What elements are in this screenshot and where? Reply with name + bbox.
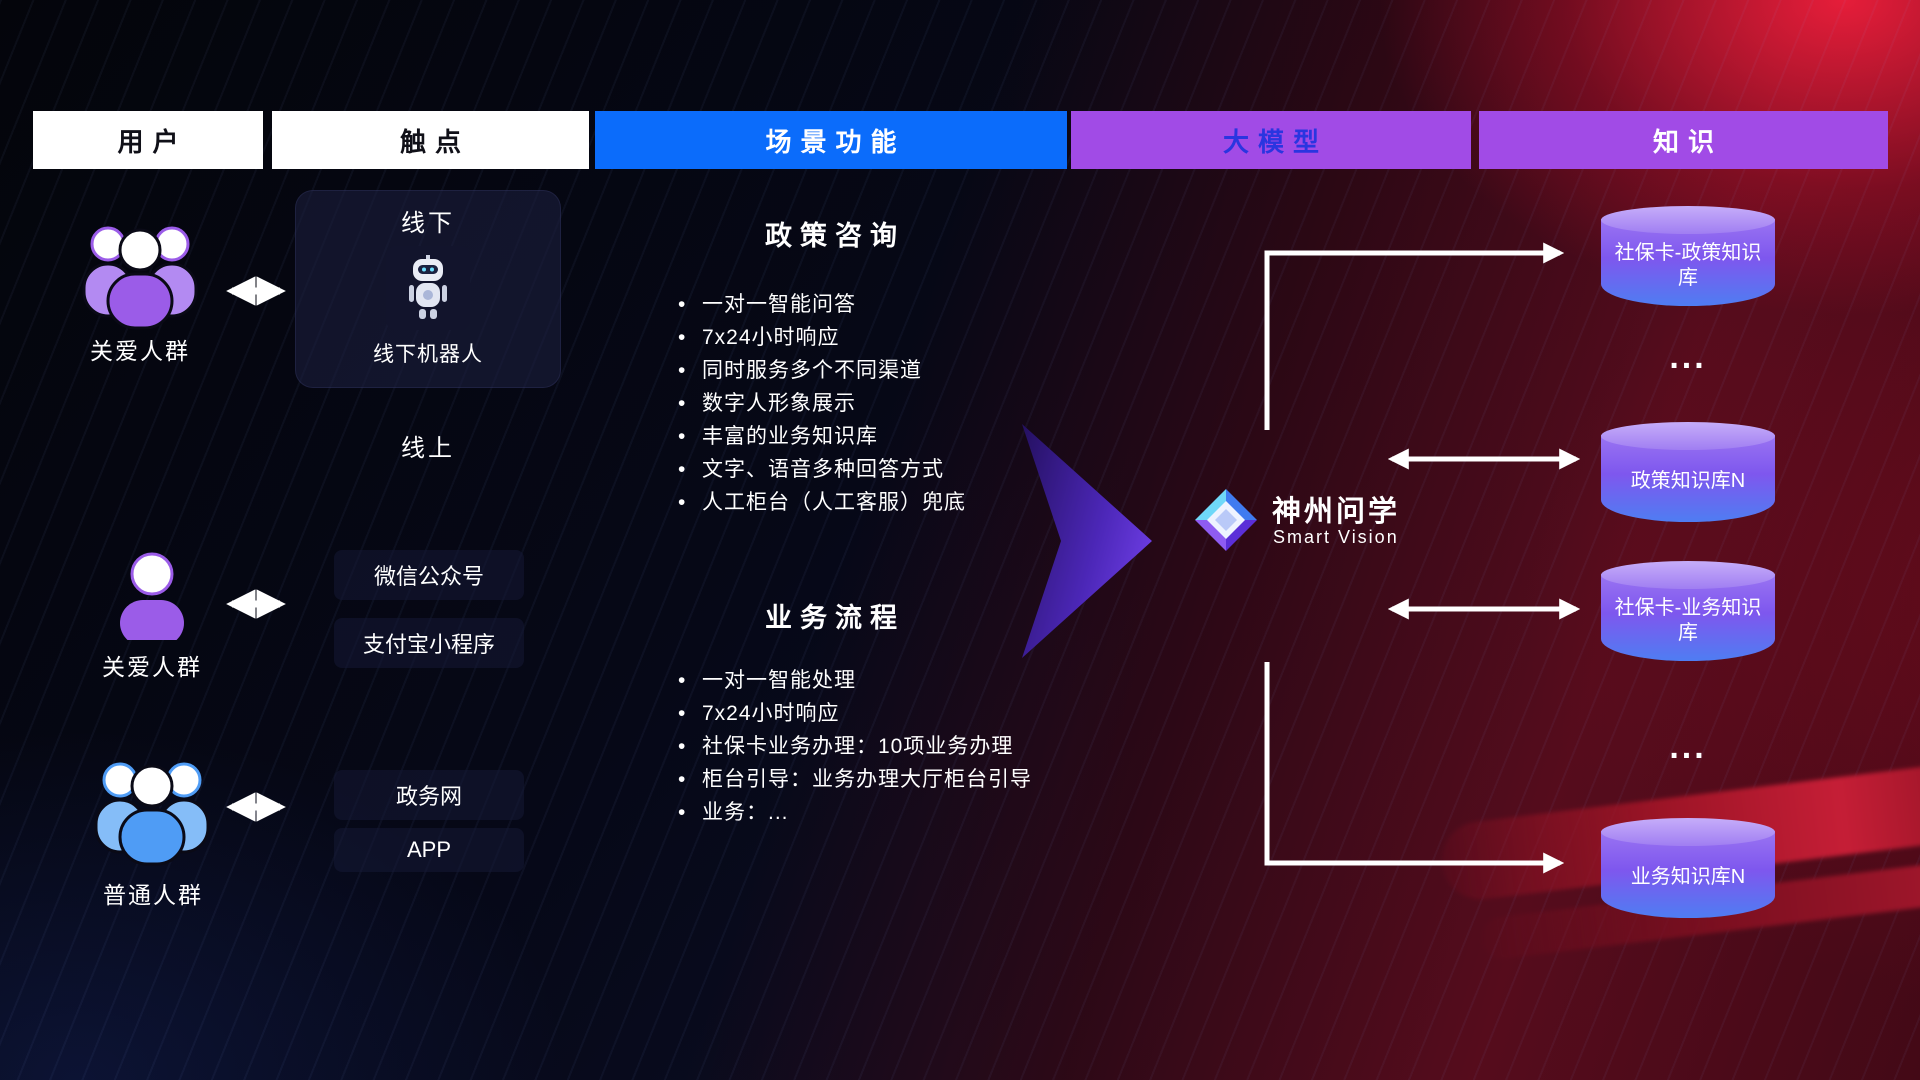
user-person-purple-icon: [120, 552, 184, 640]
cylinder-top: [1601, 818, 1775, 846]
model-to-db1-arrow: [1264, 242, 1565, 430]
channel-alipay: 支付宝小程序: [334, 618, 524, 668]
column-header-user: 用户: [33, 111, 263, 169]
robot-icon: [409, 255, 447, 319]
user-group2-label: 关爱人群: [102, 654, 202, 680]
user-group-purple-icon: [82, 226, 198, 330]
knowledge-ellipsis-2: ...: [1669, 728, 1707, 766]
offline-robot-label: 线下机器人: [373, 343, 483, 366]
column-header-model: 大模型: [1071, 111, 1471, 169]
policy-item: 丰富的业务知识库: [676, 420, 966, 453]
offline-touchpoint-card: 线下 线下机器人: [295, 190, 561, 388]
cylinder-body: 社保卡-政策知识库: [1601, 219, 1775, 306]
business-process-title: 业务流程: [765, 603, 905, 633]
online-title: 线上: [401, 435, 455, 462]
cylinder-top: [1601, 561, 1775, 589]
business-item: 社保卡业务办理：10项业务办理: [676, 730, 1032, 763]
column-header-scenario: 场景功能: [595, 111, 1067, 169]
policy-item: 同时服务多个不同渠道: [676, 354, 966, 387]
business-process-list: 一对一智能处理 7x24小时响应 社保卡业务办理：10项业务办理 柜台引导：业务…: [676, 664, 1032, 829]
business-item: 7x24小时响应: [676, 697, 1032, 730]
policy-consult-list: 一对一智能问答 7x24小时响应 同时服务多个不同渠道 数字人形象展示 丰富的业…: [676, 288, 966, 519]
model-subtitle: Smart Vision: [1273, 527, 1399, 547]
policy-item: 文字、语音多种回答方式: [676, 453, 966, 486]
policy-item: 人工柜台（人工客服）兜底: [676, 486, 966, 519]
smart-vision-logo-icon: [1195, 489, 1257, 551]
model-name: 神州问学: [1272, 496, 1401, 528]
knowledge-db-policy-shebao: 社保卡-政策知识库: [1601, 206, 1775, 306]
offline-title: 线下: [401, 210, 455, 237]
policy-item: 7x24小时响应: [676, 321, 966, 354]
policy-consult-title: 政策咨询: [765, 221, 905, 251]
cylinder-top: [1601, 422, 1775, 450]
knowledge-db-business-shebao: 社保卡-业务知识库: [1601, 561, 1775, 661]
user-group1-label: 关爱人群: [90, 338, 190, 364]
channel-wechat: 微信公众号: [334, 550, 524, 600]
cylinder-body: 业务知识库N: [1601, 831, 1775, 918]
channel-gov-web: 政务网: [334, 770, 524, 820]
policy-item: 数字人形象展示: [676, 387, 966, 420]
knowledge-ellipsis-1: ...: [1669, 338, 1707, 376]
business-item: 业务：...: [676, 796, 1032, 829]
knowledge-db-business-n: 业务知识库N: [1601, 818, 1775, 918]
channel-app: APP: [334, 828, 524, 872]
business-item: 一对一智能处理: [676, 664, 1032, 697]
robot-tile: [386, 246, 470, 330]
policy-item: 一对一智能问答: [676, 288, 966, 321]
flow-arrow-to-model: [1022, 424, 1152, 658]
user-group3-label: 普通人群: [103, 882, 203, 908]
column-header-touchpoint: 触点: [272, 111, 589, 169]
business-item: 柜台引导：业务办理大厅柜台引导: [676, 763, 1032, 796]
user-group-blue-icon: [94, 762, 210, 866]
column-header-knowledge: 知识: [1479, 111, 1888, 169]
cylinder-top: [1601, 206, 1775, 234]
knowledge-db-policy-n: 政策知识库N: [1601, 422, 1775, 522]
